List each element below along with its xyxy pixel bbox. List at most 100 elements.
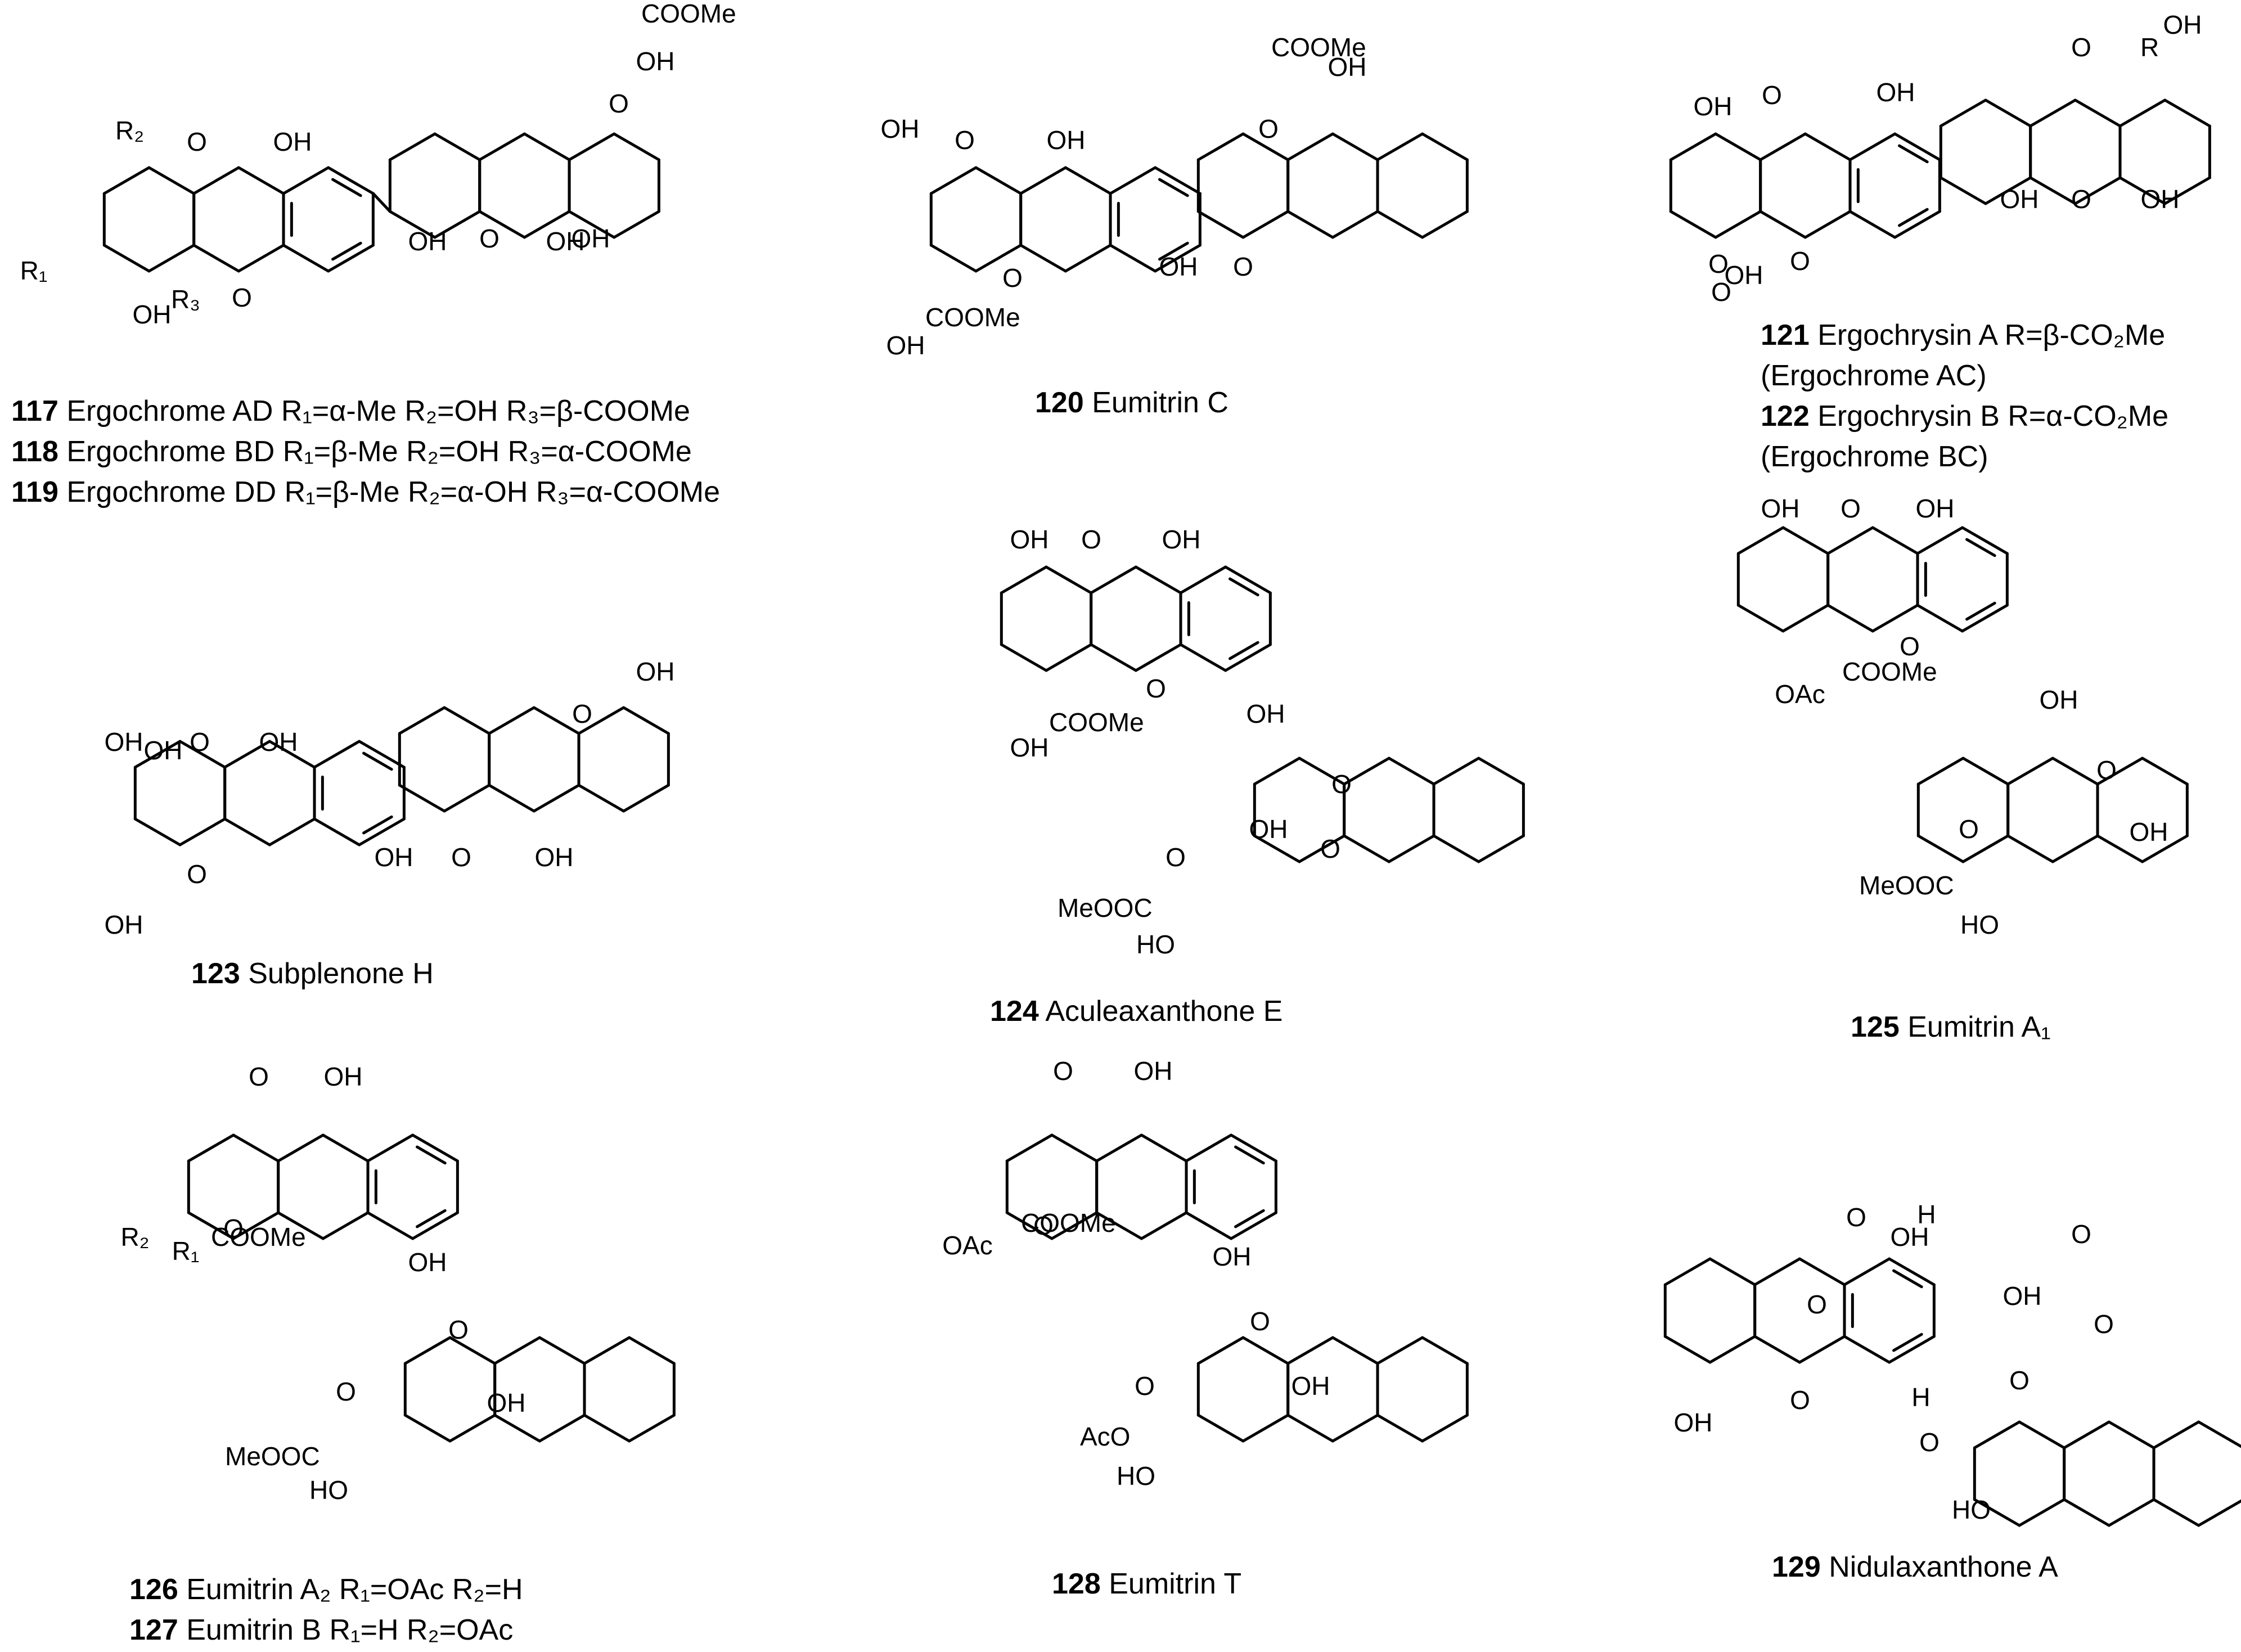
ring-middle [2029,176,2077,205]
ring-middle [1331,1414,1379,1443]
atom-label-o: O [1053,1056,1073,1086]
ring-right [1109,166,1157,195]
ring-left [133,740,182,769]
atom-label-o: O [2071,1219,2091,1249]
ring-middle [1343,834,1390,863]
caption-129: 129 Nidulaxanthone A [1772,1551,2058,1583]
ring-middle [277,1133,325,1163]
ring-right [1376,1414,1424,1443]
ring-left [187,1133,235,1163]
ring-middle [1064,166,1112,195]
ring-middle [1798,1257,1846,1286]
ring-middle [1753,1257,1801,1286]
ring-left [1253,834,1301,863]
ring-middle [2107,1420,2156,1450]
ring-right [1230,1211,1277,1240]
ring-left [1045,565,1093,595]
atom-label-o: O [187,859,207,889]
ring-right [1421,1414,1469,1443]
atom-label-o: O [2071,184,2091,214]
double-bond [1892,1269,1923,1289]
atom-label-oh: OH [1249,814,1288,844]
ring-right [1961,604,2009,633]
atom-label-o: O [1846,1203,1866,1232]
ring-middle [1140,1211,1188,1240]
ring-left [2018,1498,2066,1527]
atom-label-oh: OH [105,910,143,939]
caption-line-118: 118 Ergochrome BD R₁=β-Me R₂=OH R₃=α-COO… [11,435,692,468]
ring-right [358,817,406,847]
ring-left [1984,98,2032,128]
double-bond [416,1209,447,1228]
ring-right [628,1336,676,1365]
ring-right [1109,244,1157,273]
ring-left [388,132,436,161]
atom-label-o: O [1900,632,1920,661]
ring-right [1477,757,1525,786]
ring-right [2152,1420,2200,1450]
ring-right [1848,210,1897,239]
ring-middle [2107,1498,2156,1527]
atom-label-o: O [1135,1371,1155,1401]
ring-right [2197,1499,2241,1527]
ring-left [1050,1211,1099,1240]
ring-middle [488,784,536,813]
ring-right [1916,526,1964,555]
atom-label-o: O [1959,814,1979,844]
ring-middle [1090,643,1137,672]
atom-label-oh: OH [1876,78,1915,107]
ring-right [577,784,626,813]
ring-left [398,784,446,813]
ring-middle [192,244,240,273]
atom-label-coome: COOMe [925,303,1020,332]
caption-line-121: 121 Ergochrysin A R=β-CO₂Me [1761,319,2166,352]
atom-label-o: O [1250,1307,1270,1336]
ring-middle [1331,210,1379,239]
ring-left [403,1414,452,1443]
ring-middle [1095,1133,1143,1163]
atom-label-r2: R₂ [115,116,144,145]
ring-left [232,1133,280,1163]
atom-label-o: O [2094,1309,2114,1339]
ring-middle [538,1414,586,1443]
ring-middle [1753,1335,1801,1364]
atom-label-h: H [1911,1383,1930,1412]
atom-label-ho: HO [1960,910,1999,939]
ring-right [1179,565,1227,595]
ring-right [1179,643,1227,672]
ring-middle [1331,1336,1379,1365]
ring-middle [1019,244,1067,273]
ring-left [1939,176,1987,205]
double-bond [1898,208,1929,227]
ring-middle [1759,210,1807,239]
ring-middle [538,1336,586,1365]
ring-left [147,166,196,195]
double-bond [331,178,362,197]
ring-right [1185,1133,1233,1163]
ring-middle [1343,757,1390,786]
ring-left [1298,834,1346,863]
ring-right [2141,834,2189,863]
double-bond [1228,577,1259,597]
caption-line-126: 126 Eumitrin A₂ R₁=OAc R₂=H [129,1573,523,1606]
ring-middle [1331,132,1379,161]
ring-right [583,1336,631,1365]
atom-label-oh: OH [1213,1242,1252,1271]
ring-right [366,1211,415,1240]
ring-right [1432,834,1480,863]
atom-label-oh: OH [1674,1408,1713,1437]
atom-label-o: O [2009,1366,2030,1395]
atom-label-o: O [609,89,629,118]
ring-middle [237,166,285,195]
double-bond [1965,538,1996,557]
atom-label-oh: OH [535,843,574,872]
atom-label-oh: OH [1162,525,1201,554]
atom-label-r1: R₁ [172,1236,200,1266]
atom-label-o: O [451,843,471,872]
atom-label-oh: OH [881,114,920,143]
atom-label-o: O [1790,246,1810,276]
ring-middle [321,1211,370,1240]
atom-label-coome: COOMe [641,0,736,28]
ring-right [622,706,670,735]
ring-right [1154,166,1202,195]
